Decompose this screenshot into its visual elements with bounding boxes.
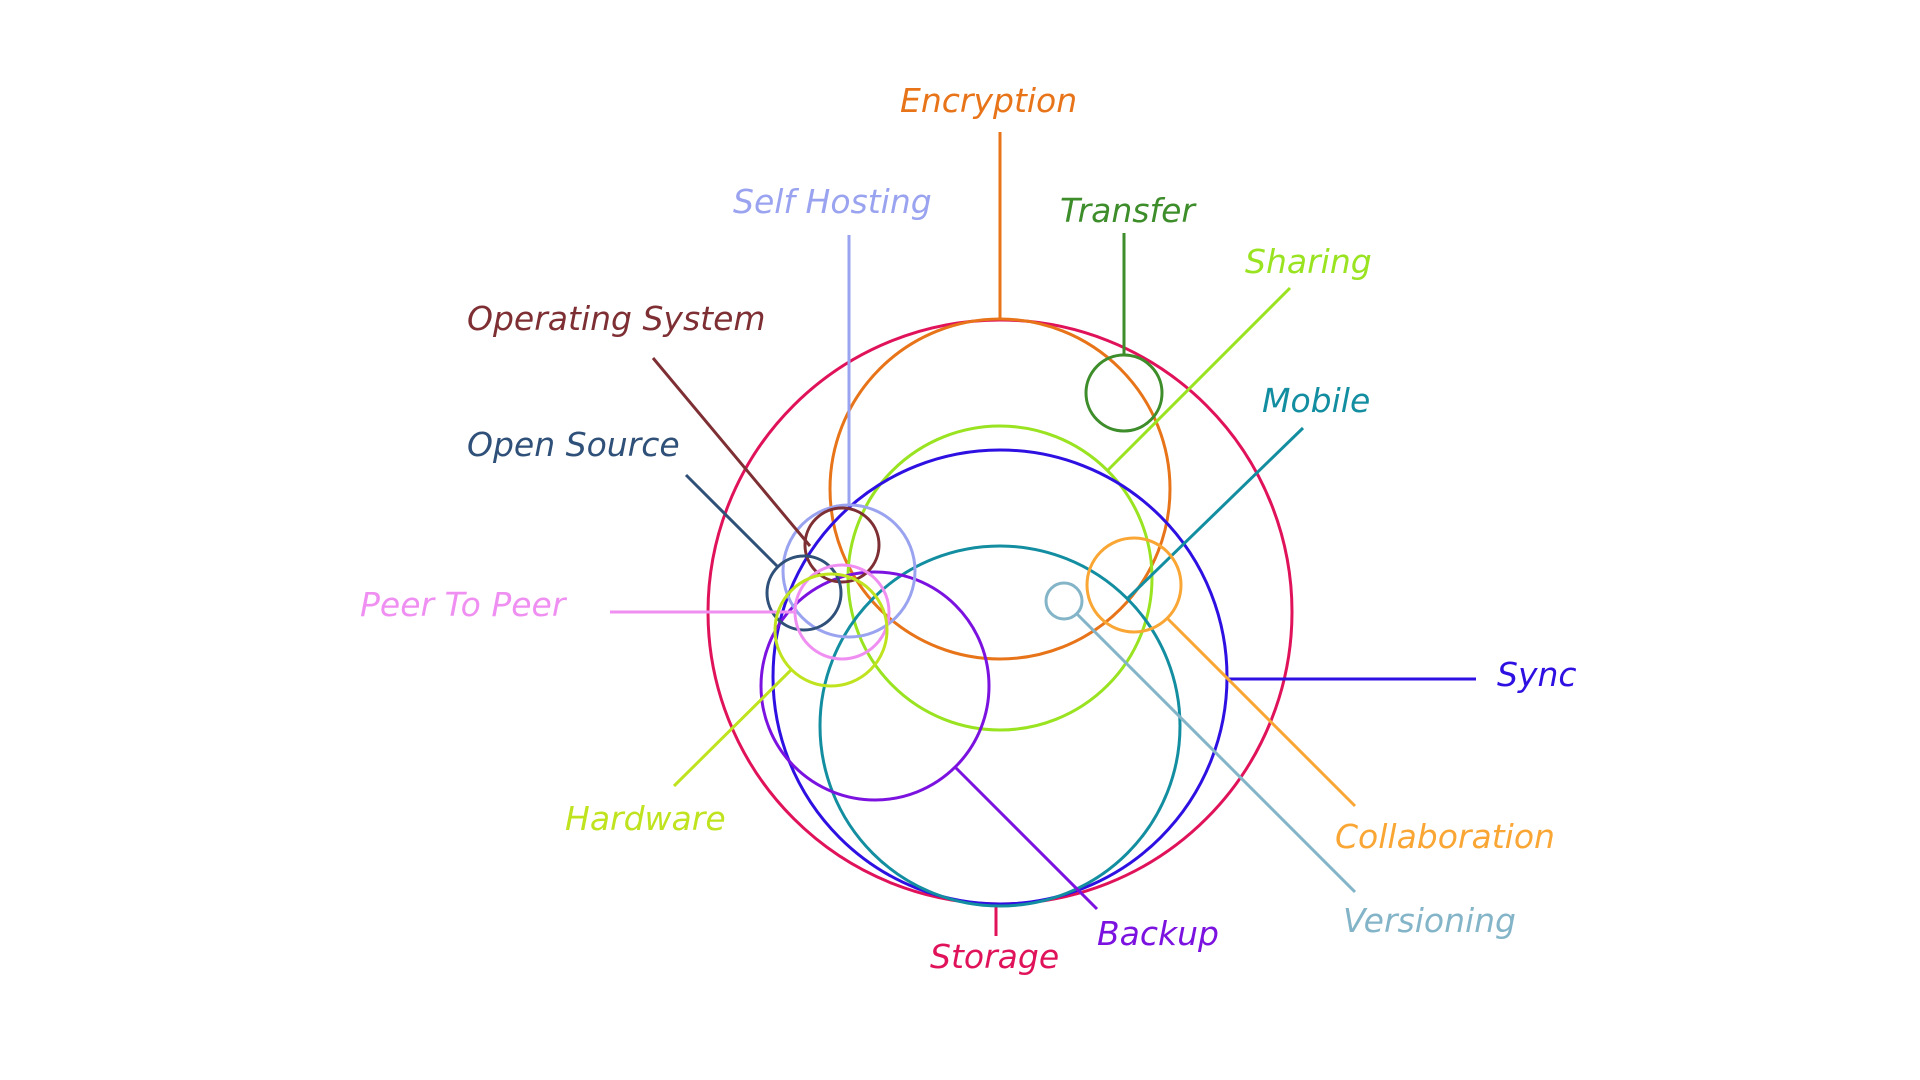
collaboration-leader [1166, 617, 1357, 808]
mobile-circle [818, 544, 1182, 908]
sync-circle [771, 448, 1229, 906]
open-source-circle [765, 554, 843, 632]
operating-system-circle [803, 506, 881, 584]
open-source-label: Open Source [467, 425, 680, 464]
sharing-circle [846, 424, 1154, 732]
collaboration-circle [1085, 536, 1183, 634]
backup-label: Backup [1097, 914, 1219, 953]
collaboration-label: Collaboration [1335, 817, 1555, 856]
transfer-circle [1084, 353, 1164, 433]
encryption-label: Encryption [900, 81, 1077, 120]
backup-leader [954, 766, 1099, 911]
hardware-label: Hardware [565, 799, 726, 838]
hardware-circle [773, 572, 889, 688]
storage-label: Storage [930, 937, 1059, 976]
backup-circle [759, 570, 991, 802]
self-hosting-label: Self Hosting [733, 182, 932, 221]
open-source-leader [684, 473, 779, 568]
sharing-label: Sharing [1245, 242, 1372, 281]
mobile-label: Mobile [1262, 381, 1370, 420]
hardware-leader [672, 668, 793, 788]
mobile-leader [1125, 426, 1305, 601]
sync-label: Sync [1497, 655, 1577, 694]
versioning-leader [1075, 612, 1357, 894]
transfer-label: Transfer [1060, 191, 1197, 230]
sharing-leader [1106, 286, 1292, 472]
versioning-label: Versioning [1343, 901, 1516, 940]
operating-system-leader [651, 357, 812, 547]
versioning-circle [1044, 581, 1084, 621]
operating-system-label: Operating System [467, 299, 766, 338]
peer-to-peer-label: Peer To Peer [360, 585, 568, 624]
